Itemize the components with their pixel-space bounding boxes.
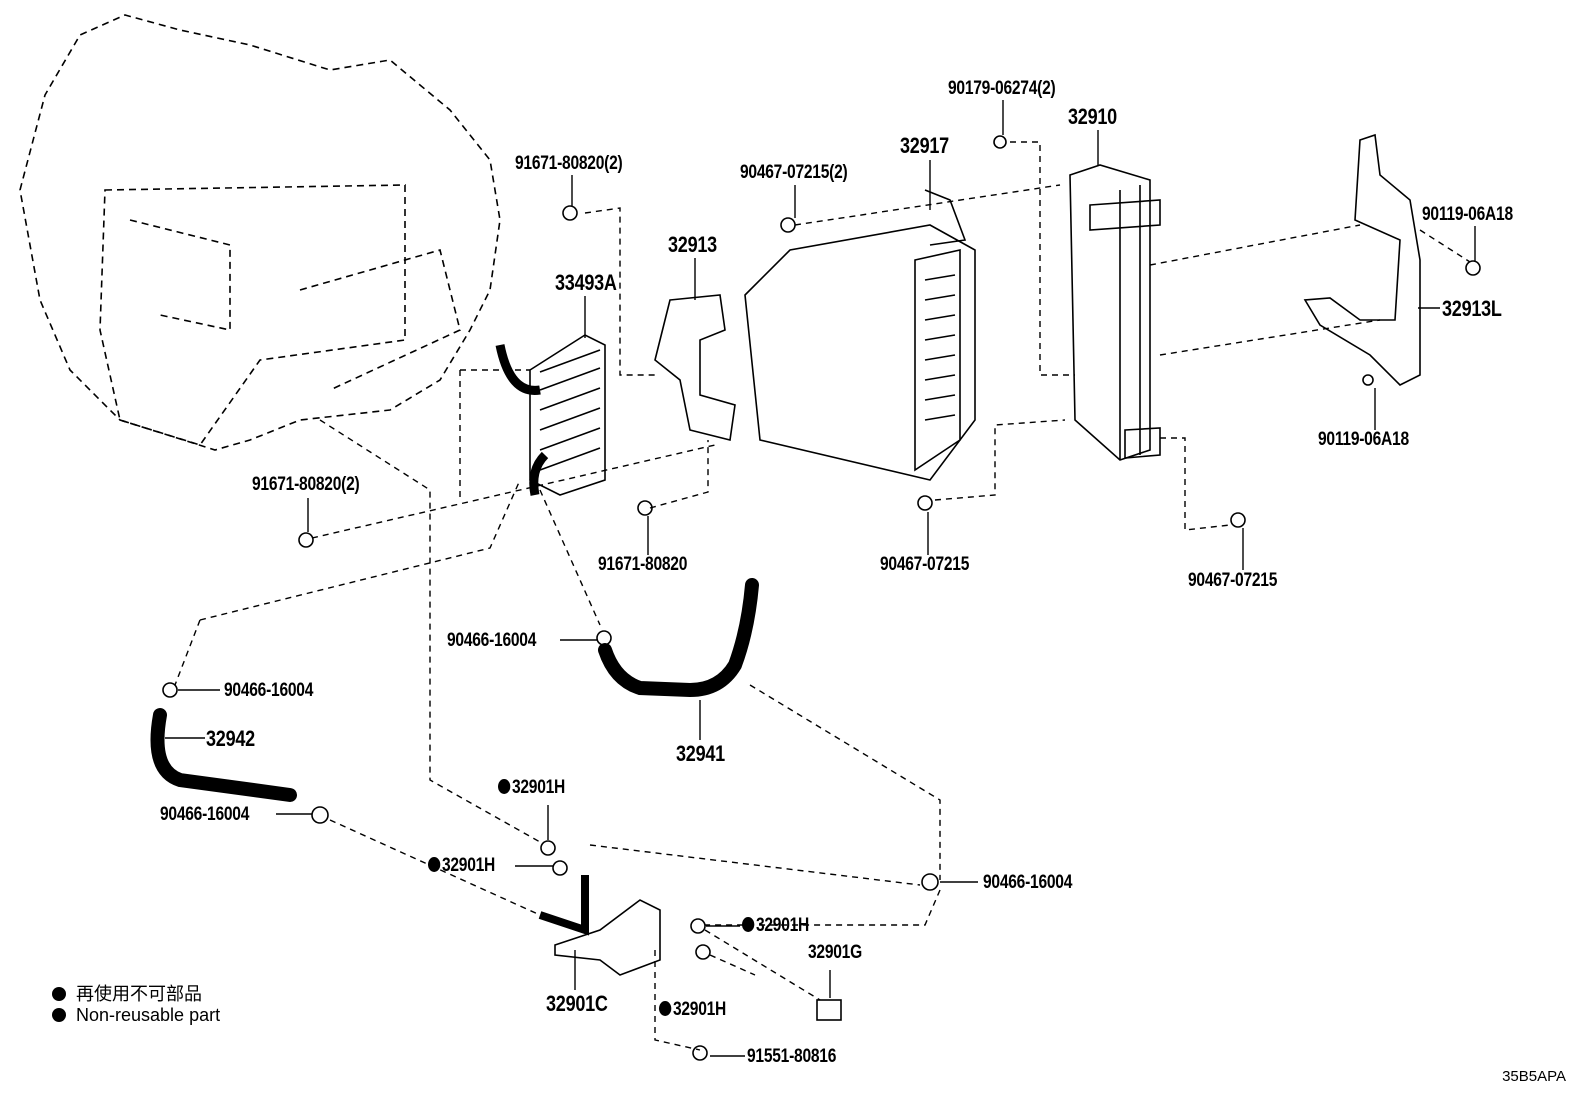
non-reusable-dot-icon bbox=[498, 779, 511, 794]
part-label-90466-16004-b[interactable]: 90466-16004 bbox=[224, 680, 314, 701]
non-reusable-dot-icon bbox=[52, 987, 66, 1001]
part-label-90466-16004-a[interactable]: 90466-16004 bbox=[447, 630, 537, 651]
part-label-91671-80820-2-left[interactable]: 91671-80820(2) bbox=[252, 474, 360, 495]
transmission-outline bbox=[19, 14, 501, 451]
part-label-32901h-a[interactable]: 32901H bbox=[498, 777, 565, 799]
legend-text: Non-reusable part bbox=[76, 1005, 221, 1025]
part-label-90466-16004-d[interactable]: 90466-16004 bbox=[983, 872, 1073, 893]
part-label-32913l[interactable]: 32913L bbox=[1442, 296, 1502, 321]
part-label-32901h-d[interactable]: 32901H bbox=[659, 999, 726, 1021]
part-label-91671-80820-2-top[interactable]: 91671-80820(2) bbox=[515, 153, 623, 174]
part-number: 32901H bbox=[511, 777, 566, 798]
hose-32942-drawing bbox=[150, 708, 297, 802]
part-label-32913[interactable]: 32913 bbox=[668, 232, 717, 257]
part-label-90467-07215-b[interactable]: 90467-07215 bbox=[1188, 570, 1278, 591]
pipe-drawing bbox=[538, 875, 661, 976]
part-label-32901h-c[interactable]: 32901H bbox=[742, 915, 809, 937]
legend-japanese: 再使用不可部品 bbox=[52, 980, 202, 1006]
leader-lines bbox=[165, 100, 1476, 1057]
non-reusable-dot-icon bbox=[52, 1008, 66, 1022]
part-number: 32901H bbox=[672, 999, 727, 1020]
part-label-32941[interactable]: 32941 bbox=[676, 741, 725, 766]
diagram-code: 35B5APA bbox=[1502, 1068, 1566, 1085]
part-label-91671-80820[interactable]: 91671-80820 bbox=[598, 554, 688, 575]
non-reusable-dot-icon bbox=[742, 917, 755, 932]
legend-english: Non-reusable part bbox=[52, 1005, 220, 1026]
part-label-32917[interactable]: 32917 bbox=[900, 133, 949, 158]
part-label-90179-06274[interactable]: 90179-06274(2) bbox=[948, 78, 1056, 99]
part-label-32901g[interactable]: 32901G bbox=[808, 942, 862, 963]
shroud-drawing bbox=[744, 189, 976, 481]
radiator-drawing bbox=[1069, 164, 1161, 461]
part-label-32901h-b[interactable]: 32901H bbox=[428, 855, 495, 877]
non-reusable-dot-icon bbox=[428, 857, 441, 872]
connection-lines bbox=[174, 141, 1471, 1051]
part-label-32901c[interactable]: 32901C bbox=[546, 991, 608, 1016]
bracket-drawing bbox=[654, 294, 736, 441]
bracket-l-drawing bbox=[1303, 133, 1421, 386]
part-number: 32901H bbox=[755, 915, 810, 936]
part-label-90119-06a18-top[interactable]: 90119-06A18 bbox=[1422, 204, 1513, 225]
part-label-90467-07215-a[interactable]: 90467-07215 bbox=[880, 554, 970, 575]
legend-text: 再使用不可部品 bbox=[76, 984, 202, 1004]
part-label-32942[interactable]: 32942 bbox=[206, 726, 255, 751]
part-number: 32901H bbox=[441, 855, 496, 876]
part-label-90119-06a18-bottom[interactable]: 90119-06A18 bbox=[1318, 429, 1409, 450]
non-reusable-dot-icon bbox=[659, 1001, 672, 1016]
oil-cooler-drawing bbox=[495, 334, 606, 496]
part-label-90467-07215-2[interactable]: 90467-07215(2) bbox=[740, 162, 848, 183]
hose-32941-drawing bbox=[598, 578, 759, 698]
part-label-91551-80816[interactable]: 91551-80816 bbox=[747, 1046, 837, 1067]
part-label-33493a[interactable]: 33493A bbox=[555, 270, 617, 295]
part-label-90466-16004-c[interactable]: 90466-16004 bbox=[160, 804, 250, 825]
fasteners bbox=[162, 135, 1481, 1061]
part-label-32910[interactable]: 32910 bbox=[1068, 104, 1117, 129]
